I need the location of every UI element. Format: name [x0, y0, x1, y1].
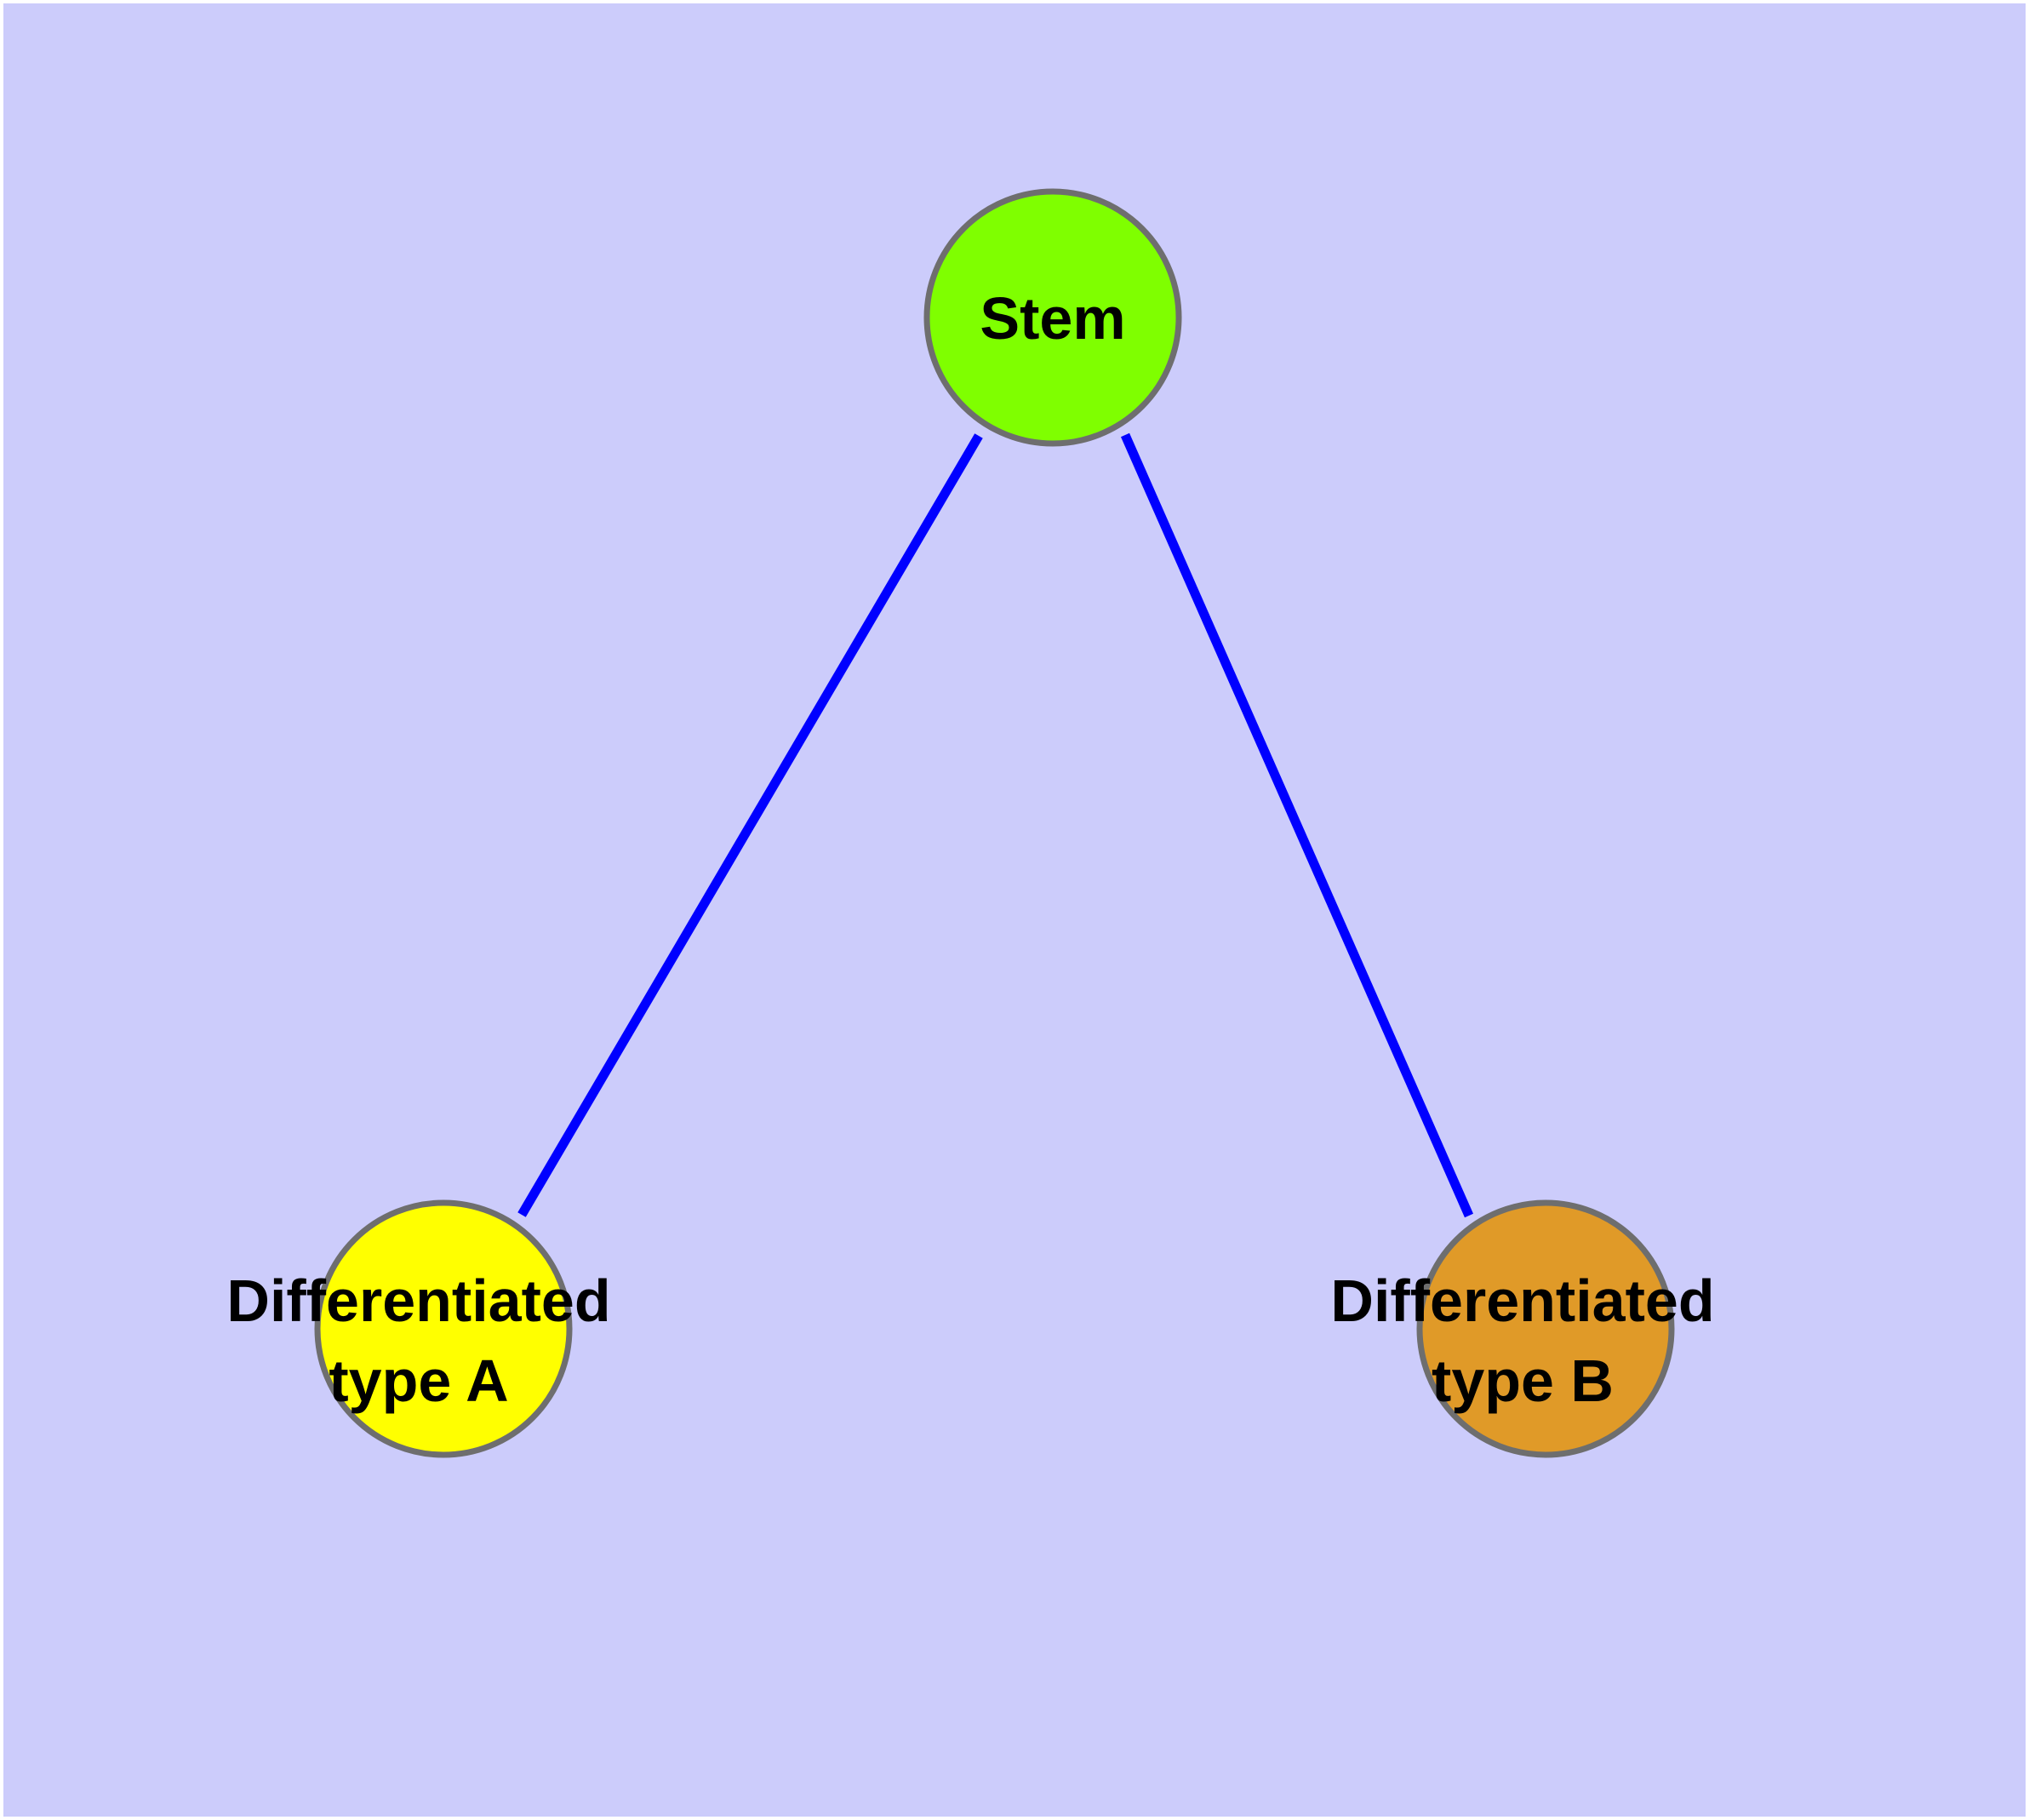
node-label-line: type B [1432, 1348, 1614, 1414]
node-diff-b[interactable] [1416, 1199, 1675, 1458]
node-label-diff-a: Differentiated type A [226, 1268, 610, 1414]
edges-layer [517, 432, 1474, 1218]
nodes-layer [314, 188, 1675, 1458]
node-label-stem: Stem [980, 285, 1125, 352]
node-label-line: Differentiated [226, 1268, 610, 1334]
node-label-diff-b: Differentiated type B [1330, 1268, 1714, 1414]
node-label-line: Differentiated [1330, 1268, 1714, 1334]
node-stem[interactable] [923, 188, 1182, 447]
edge-stem-to-a[interactable] [517, 433, 983, 1217]
node-label-line: type A [329, 1348, 508, 1414]
node-label-line: Stem [980, 285, 1125, 352]
node-diff-a[interactable] [314, 1199, 573, 1458]
edge-stem-to-b[interactable] [1120, 432, 1474, 1218]
